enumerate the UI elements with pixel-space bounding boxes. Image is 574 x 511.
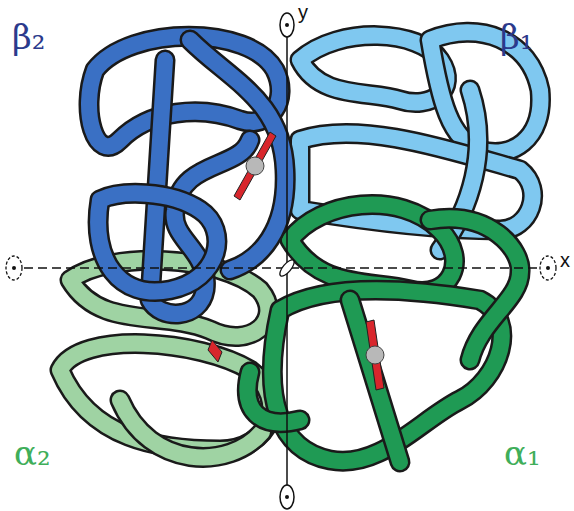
axis-label: x	[560, 250, 570, 270]
heme-group	[208, 340, 222, 362]
heme-group	[234, 132, 276, 200]
heme-group	[366, 320, 384, 390]
subunit-label: α₂	[14, 436, 51, 470]
subunit-label: β₂	[12, 20, 45, 54]
alpha1-subunit	[247, 205, 520, 462]
symmetry-axes	[6, 13, 556, 509]
beta2-subunit	[89, 36, 285, 314]
subunit-label: β₁	[500, 20, 533, 54]
axis-label: y	[298, 2, 308, 22]
subunit-label: α₁	[504, 436, 541, 470]
